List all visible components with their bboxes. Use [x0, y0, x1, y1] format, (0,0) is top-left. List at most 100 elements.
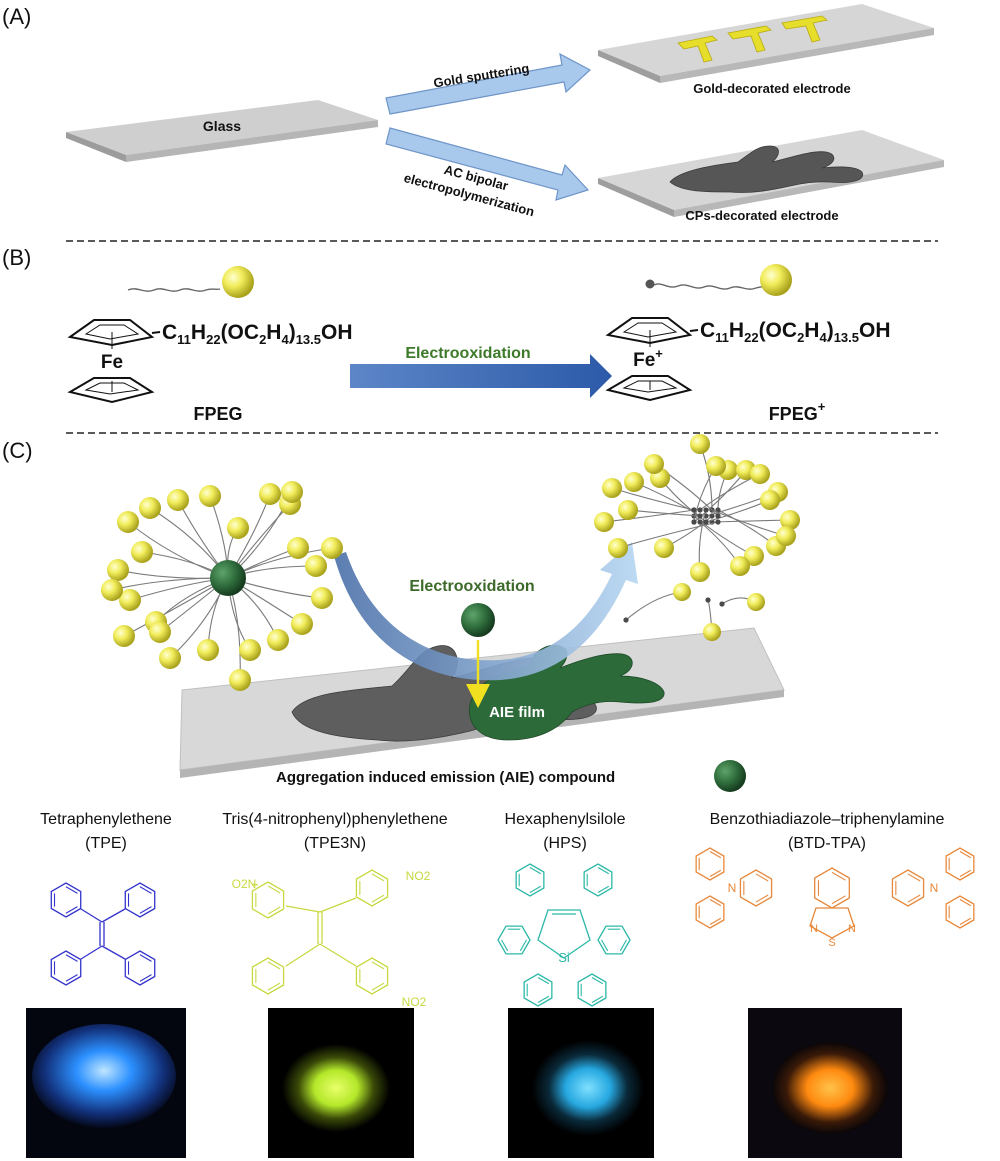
svg-text:Si: Si [558, 950, 570, 965]
gold-decorated-label: Gold-decorated electrode [693, 81, 850, 96]
peg-ball [291, 613, 313, 635]
peg-ball [305, 555, 327, 577]
peg-ball [197, 639, 219, 661]
iron-label-right: Fe+ [633, 346, 663, 371]
peg-ball [706, 456, 726, 476]
fpeg-cartoon [127, 266, 254, 298]
formula-right: C11H22(OC2H4)13.5OH [700, 319, 891, 345]
cp-polymer-film [669, 145, 864, 193]
hps-structure: Si [497, 863, 631, 1007]
fpeg-plus-name: FPEG+ [769, 399, 826, 424]
peg-ball [199, 485, 221, 507]
compound-name-3: Hexaphenylsilole [505, 811, 626, 828]
peg-ball [113, 625, 135, 647]
peg-ball [101, 579, 123, 601]
peg-ball [131, 541, 153, 563]
svg-text:NO2: NO2 [402, 995, 427, 1009]
peg-ball [594, 512, 614, 532]
peg-ball [608, 538, 628, 558]
aie-legend-label: Aggregation induced emission (AIE) compo… [276, 769, 615, 786]
svg-text:S: S [828, 937, 835, 949]
aie-film [468, 644, 665, 741]
fpeg-name: FPEG [193, 404, 242, 424]
compound-abbr-4: (BTD-TPA) [788, 835, 866, 852]
svg-text:N: N [810, 923, 818, 935]
peg-ball [744, 546, 764, 566]
formula-left: C11H22(OC2H4)13.5OH [162, 321, 353, 347]
gold-electrode-pattern [677, 15, 828, 63]
aie-legend-ball [714, 760, 746, 792]
electrooxidation-label-c: Electrooxidation [409, 578, 534, 595]
ac-bipolar-arrow [385, 127, 590, 201]
compound-abbr-1: (TPE) [85, 835, 127, 852]
peg-ball [117, 511, 139, 533]
tpe3n-photo [268, 1008, 414, 1158]
peg-ball [760, 490, 780, 510]
peg-ball [281, 481, 303, 503]
peg-ball [159, 647, 181, 669]
peg-ball [624, 472, 644, 492]
gold-decorated-slide [598, 4, 934, 83]
glass-slide [66, 100, 378, 162]
peg-ball [229, 669, 251, 691]
peg-ball [239, 639, 261, 661]
tpe-photo [26, 1008, 186, 1158]
compound-name-4: Benzothiadiazole–triphenylamine [710, 811, 945, 828]
gold-sputtering-arrow [385, 52, 592, 115]
svg-text:O2N: O2N [232, 877, 257, 891]
peg-ball [227, 517, 249, 539]
ferrocene-structure-right [605, 317, 699, 402]
peg-ball [776, 526, 796, 546]
svg-text:NO2: NO2 [406, 869, 431, 883]
peg-ball [644, 454, 664, 474]
fpeg-plus-dispersed [594, 434, 800, 641]
tpe-structure [50, 882, 156, 986]
svg-text:N: N [848, 923, 856, 935]
glass-label: Glass [203, 118, 241, 134]
compound-abbr-2: (TPE3N) [304, 835, 366, 852]
svg-text:N: N [728, 881, 737, 895]
peg-ball [321, 537, 343, 559]
aie-film-label: AIE film [489, 704, 545, 721]
peg-ball [730, 556, 750, 576]
panel-label-a: (A) [2, 4, 31, 29]
peg-ball [654, 538, 674, 558]
compound-name-1: Tetraphenylethene [40, 811, 172, 828]
cp-decorated-label: CPs-decorated electrode [685, 208, 838, 223]
compound-abbr-3: (HPS) [543, 835, 587, 852]
peg-ball [107, 559, 129, 581]
electrooxidation-label-b: Electrooxidation [405, 345, 530, 362]
peg-ball [690, 562, 710, 582]
peg-ball [259, 483, 281, 505]
peg-ball [602, 478, 622, 498]
panel-label-c: (C) [2, 438, 33, 463]
btd-tpa-photo [748, 1008, 902, 1158]
fpeg-plus-cartoon [645, 264, 792, 296]
ferrocene-structure-left [67, 319, 161, 404]
peg-ball [750, 464, 770, 484]
peg-ball [780, 510, 800, 530]
peg-ball [149, 621, 171, 643]
electrooxidation-arrow-b [350, 354, 612, 398]
peg-ball [287, 537, 309, 559]
hps-photo [508, 1008, 654, 1158]
fpeg-micelle [101, 481, 343, 691]
peg-ball [167, 489, 189, 511]
peg-ball [119, 589, 141, 611]
svg-text:N: N [930, 881, 939, 895]
curved-arrow-c [334, 542, 638, 681]
iron-label-left: Fe [101, 352, 123, 373]
peg-ball [139, 497, 161, 519]
panel-label-b: (B) [2, 245, 31, 270]
peg-ball [690, 434, 710, 454]
peg-ball [618, 500, 638, 520]
peg-ball [311, 587, 333, 609]
peg-ball [267, 629, 289, 651]
compound-titles: Tetraphenylethene (TPE) Tris(4-nitrophen… [40, 811, 944, 852]
micelle-core [210, 560, 246, 596]
aie-compound-ball [461, 603, 495, 637]
